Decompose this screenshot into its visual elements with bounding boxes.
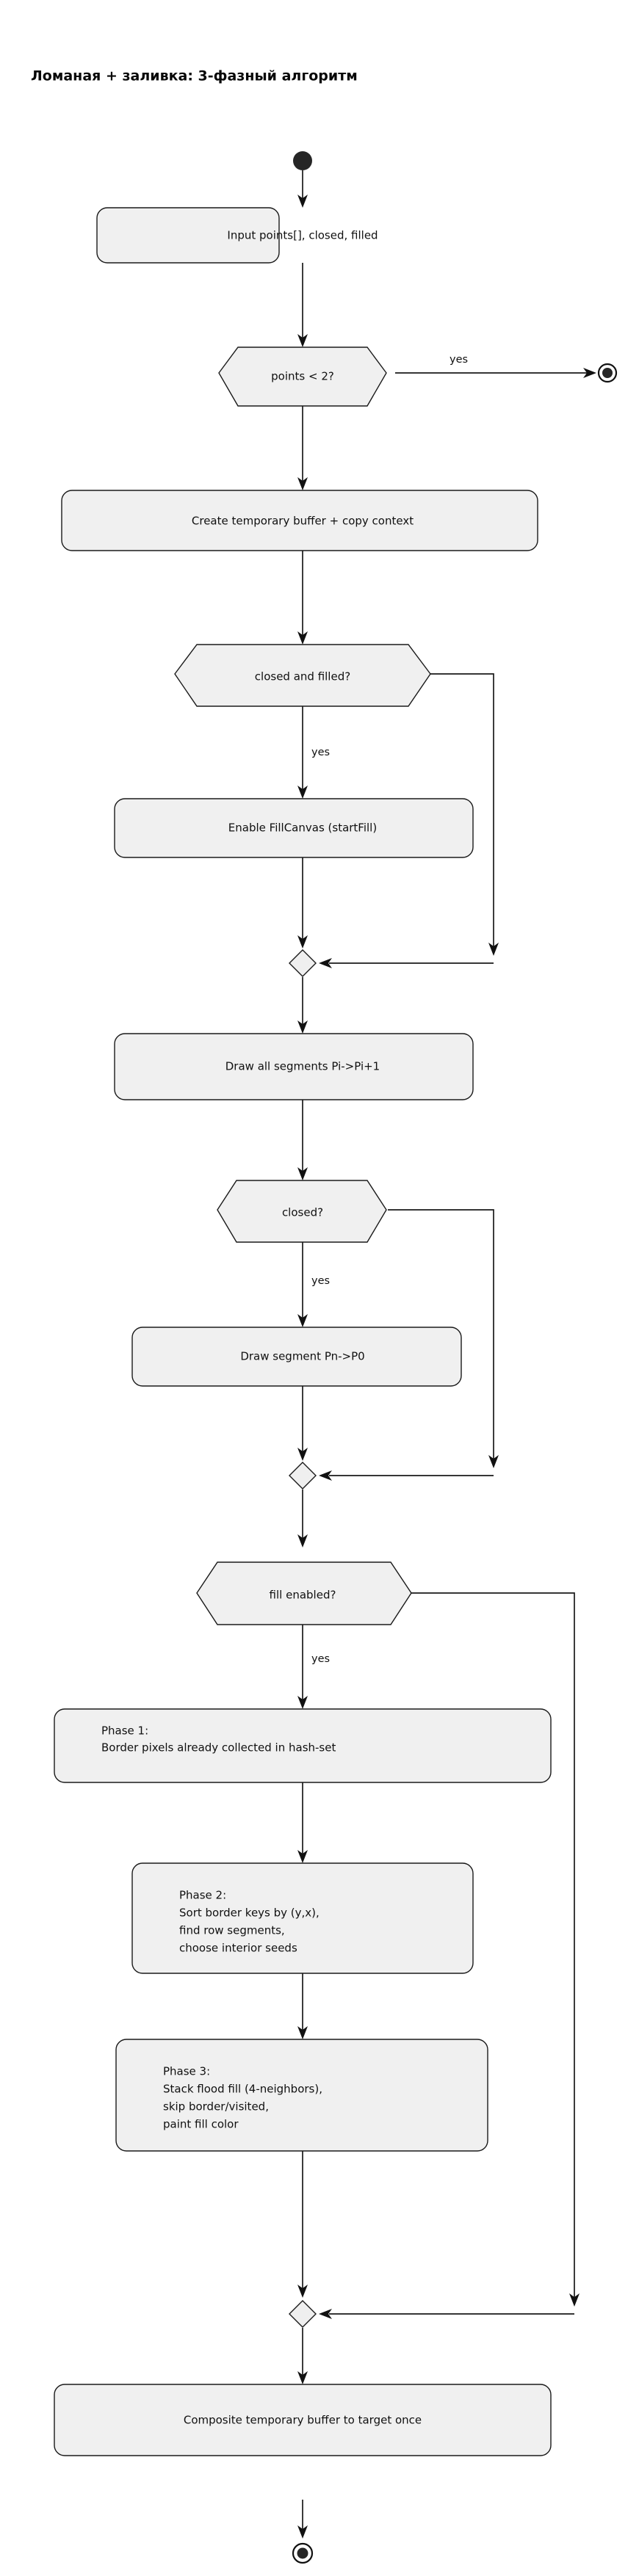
node-input-shape	[96, 207, 280, 264]
node-draw-closing-shape	[131, 1327, 462, 1387]
node-merge-closed[interactable]	[289, 1462, 317, 1490]
node-composite-label: Composite temporary buffer to target onc…	[184, 2414, 422, 2427]
node-phase1-line-1: Border pixels already collected in hash-…	[101, 1741, 336, 1755]
node-closed-and-filled-shape	[174, 644, 431, 707]
node-phase3-line-3: paint fill color	[163, 2118, 239, 2131]
node-phase1-shape	[54, 1708, 552, 1783]
node-check-points-label: points < 2?	[271, 370, 334, 383]
arrowhead-phase2	[297, 1850, 308, 1863]
edge-closedfilled-no	[430, 673, 494, 947]
arrowhead-closed	[297, 1167, 308, 1180]
node-final-end[interactable]	[292, 2542, 314, 2564]
edge-label-closedfilled-yes: yes	[311, 747, 330, 758]
node-merge-fill-end[interactable]	[289, 2300, 317, 2328]
arrowhead-closedfilled	[297, 631, 308, 645]
node-fill-enabled-shape	[196, 1561, 412, 1625]
arrowhead-merge-fill-side	[319, 958, 332, 968]
node-closed-and-filled-label: closed and filled?	[255, 670, 350, 683]
node-merge-fill[interactable]	[289, 949, 317, 977]
node-fill-enabled-label: fill enabled?	[270, 1589, 336, 1602]
node-early-end[interactable]	[597, 363, 618, 383]
arrowhead-phase3	[297, 2026, 308, 2039]
arrowhead-closedfilled-no	[488, 943, 499, 956]
node-composite[interactable]: Composite temporary buffer to target onc…	[54, 2384, 552, 2456]
node-merge-fill-shape	[289, 949, 317, 977]
edge-layer	[297, 170, 596, 2539]
node-draw-segments-label: Draw all segments Pi->Pi+1	[225, 1060, 380, 1073]
arrowhead-buffer	[297, 477, 308, 490]
node-start[interactable]	[293, 151, 312, 170]
arrowhead-drawsegments	[297, 1020, 308, 1034]
node-phase2-line-1: Sort border keys by (y,x),	[179, 1906, 320, 1920]
arrowhead-phase1	[297, 1696, 308, 1709]
node-phase2-line-3: choose interior seeds	[179, 1942, 297, 1955]
node-phase3-shape	[115, 2039, 488, 2152]
node-phase1-line-0: Phase 1:	[101, 1724, 148, 1738]
edge-fillenabled-no	[411, 1592, 575, 2298]
node-closed-shape	[217, 1180, 387, 1243]
arrowhead-composite	[297, 2371, 308, 2384]
node-enable-fill-label: Enable FillCanvas (startFill)	[228, 821, 377, 835]
node-phase2-shape	[131, 1862, 474, 1974]
arrowhead-drawclosing	[297, 1314, 308, 1327]
arrowhead-closed-no	[488, 1455, 499, 1468]
final-end-dot-icon	[297, 2547, 308, 2559]
edge-label-fillenabled-yes: yes	[311, 1653, 330, 1665]
arrowhead-merge-fill	[297, 935, 308, 948]
arrowhead-merge-closed	[297, 1448, 308, 1461]
arrowhead-early-end	[583, 368, 596, 378]
arrowhead-merge-closed-side	[319, 1470, 332, 1481]
node-input-label: Input points[], closed, filled	[227, 229, 378, 242]
start-terminal-icon	[293, 151, 312, 170]
node-closed-and-filled[interactable]: closed and filled?	[174, 644, 431, 707]
node-enable-fill[interactable]: Enable FillCanvas (startFill)	[114, 798, 474, 858]
node-fill-enabled[interactable]: fill enabled?	[196, 1561, 412, 1625]
edge-label-points-yes: yes	[450, 354, 468, 366]
node-phase2-line-2: find row segments,	[179, 1924, 285, 1937]
node-merge-fill-end-shape	[289, 2300, 317, 2328]
edge-label-closed-yes: yes	[311, 1275, 330, 1287]
node-closed-label: closed?	[282, 1206, 323, 1219]
node-draw-closing[interactable]: Draw segment Pn->P0	[131, 1327, 462, 1387]
node-phase3-line-0: Phase 3:	[163, 2065, 210, 2078]
node-create-buffer-shape	[61, 490, 538, 551]
node-check-points[interactable]: points < 2?	[218, 347, 387, 407]
node-phase2-line-0: Phase 2:	[179, 1889, 226, 1902]
node-draw-closing-label: Draw segment Pn->P0	[240, 1350, 364, 1363]
node-enable-fill-shape	[114, 798, 474, 858]
arrowhead-input	[297, 195, 308, 208]
early-end-dot-icon	[602, 368, 613, 378]
arrowhead-merge-fillend	[297, 2285, 308, 2298]
node-merge-closed-shape	[289, 1462, 317, 1490]
node-phase1[interactable]: Phase 1: Border pixels already collected…	[54, 1708, 552, 1783]
node-phase3-line-2: skip border/visited,	[163, 2100, 269, 2114]
node-check-points-shape	[218, 347, 387, 407]
node-phase3[interactable]: Phase 3: Stack flood fill (4-neighbors),…	[115, 2039, 488, 2152]
node-draw-segments-shape	[114, 1033, 474, 1100]
edge-closed-no	[388, 1209, 494, 1459]
page-title: Ломаная + заливка: 3-фазный алгоритм	[31, 68, 358, 84]
node-phase3-line-1: Stack flood fill (4-neighbors),	[163, 2083, 322, 2096]
node-draw-segments[interactable]: Draw all segments Pi->Pi+1	[114, 1033, 474, 1100]
arrowhead-merge-fillend-side	[319, 2309, 332, 2319]
arrowhead-final-end	[297, 2525, 308, 2539]
arrowhead-enablefill	[297, 786, 308, 799]
node-closed[interactable]: closed?	[217, 1180, 387, 1243]
arrowhead-check	[297, 334, 308, 347]
node-create-buffer-label: Create temporary buffer + copy context	[192, 515, 414, 528]
node-phase2[interactable]: Phase 2: Sort border keys by (y,x), find…	[131, 1862, 474, 1974]
node-create-buffer[interactable]: Create temporary buffer + copy context	[61, 490, 538, 551]
arrowhead-fillenabled	[297, 1534, 308, 1548]
arrowhead-fillenabled-no	[569, 2293, 580, 2307]
node-input[interactable]: Input points[], closed, filled	[96, 207, 378, 264]
node-composite-shape	[54, 2384, 552, 2456]
